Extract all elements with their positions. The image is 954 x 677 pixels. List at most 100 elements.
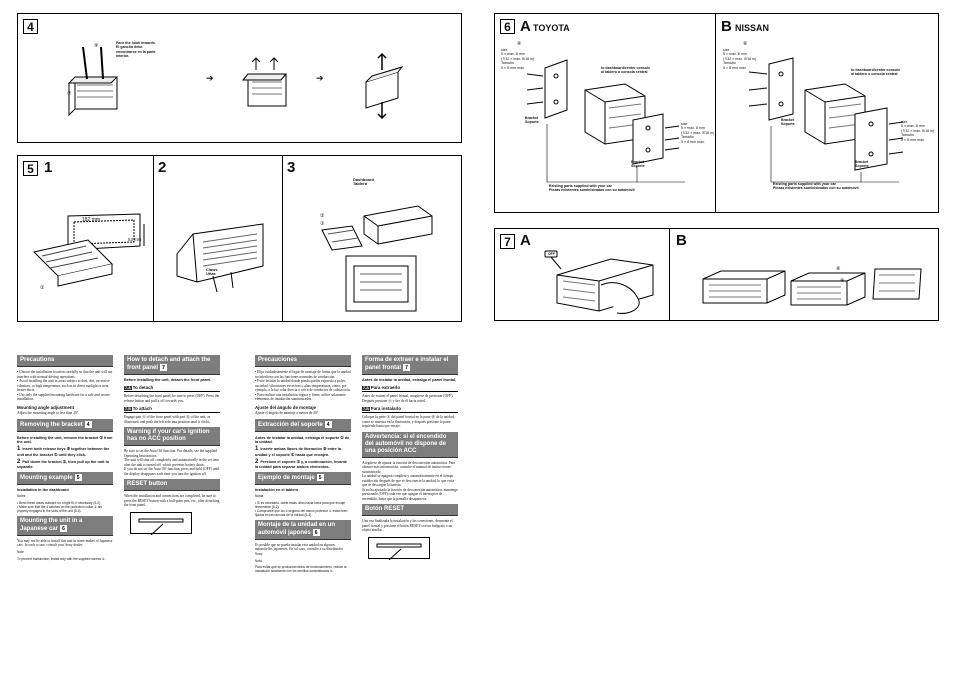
callout-9: ⑨: [94, 43, 99, 49]
section-b-letter: B: [676, 232, 687, 249]
panel-step-5: 5 1 2 3 182 mm 53 mm ① Claws Uñas Dashbo…: [17, 155, 462, 322]
bracket-label-a2: Bracket Soporte: [631, 160, 645, 169]
size-note-top-b: size 5 × max. 8 mm (7/32 × max. 5/16 in)…: [723, 48, 757, 70]
section-b-letter: B: [721, 18, 732, 35]
removing-intro: Before installing the unit, remove the b…: [17, 435, 113, 444]
mounting-sub: Installation in the dashboard: [17, 487, 69, 492]
callout-6: ⑥: [743, 41, 748, 47]
toyota-mount-illustration: [515, 54, 705, 189]
callout-7: ⑦: [67, 91, 72, 97]
section-header-reset: RESET button: [124, 479, 220, 492]
panel-step-7: 7 A B OFF ⑧ ⑨: [494, 228, 939, 321]
divider: [715, 14, 716, 212]
existing-parts-note-b: Existing parts supplied with your car Pi…: [773, 182, 859, 191]
section-header-japones: Montaje de la unidad en un automóvil jap…: [255, 519, 351, 540]
section-a-letter: A: [520, 18, 531, 35]
bracket-label-b2: Bracket Soporte: [855, 160, 869, 169]
divider: [282, 156, 283, 321]
bracket-removal-illustration-1: [63, 39, 123, 119]
column-spanish-2: Forma de extraer e instalar el panel fro…: [362, 352, 458, 560]
hook-note: Face the hook inwards. El gancho debe en…: [116, 41, 164, 59]
angle-heading: Mounting angle adjustment: [17, 404, 75, 410]
dimension-height: 53 mm: [128, 237, 142, 242]
angle-heading: Ajuste del ángulo de montaje: [255, 404, 316, 410]
section-header-warning: Warning if your car's ignition has no AC…: [124, 427, 220, 447]
list-item: Choose the installation location careful…: [17, 370, 113, 379]
detach-b-text: Engage part Ⓐ of the front panel with pa…: [124, 415, 211, 424]
collar-install-illustration: [308, 186, 458, 316]
step-badge: 4: [23, 19, 38, 34]
mounting-notes-title: Notas: [255, 494, 264, 499]
mounting-notes: • Si es necesario, doble estas uñas haci…: [255, 500, 348, 517]
sub-step-2: 2: [158, 159, 167, 176]
precauciones-list: Elija cuidadosamente el lugar de montaje…: [255, 370, 351, 402]
size-note-side: size 5 × max. 8 mm (7/32 × max. 5/16 in)…: [681, 122, 715, 144]
reset-text: Una vez finalizada la instalación y las …: [362, 519, 453, 533]
section-header-precauciones: Precauciones: [255, 355, 351, 367]
dimension-width: 182 mm: [82, 217, 101, 223]
dashboard-opening-illustration: [28, 204, 150, 314]
callout-3: ③: [320, 221, 325, 227]
section-a-title: TOYOTA: [533, 23, 570, 33]
callout-2: ②: [320, 213, 325, 219]
section-b-title: NISSAN: [735, 23, 770, 33]
hook-note-es: El gancho debe encontrarse en la parte i…: [116, 45, 156, 59]
column-spanish-1: Precauciones Elija cuidadosamente el lug…: [255, 352, 351, 576]
attach-panel-illustration: [695, 261, 925, 311]
existing-parts-note-a: Existing parts supplied with your car Pi…: [549, 184, 635, 193]
column-english-2: How to detach and attach the front panel…: [124, 352, 220, 535]
detach-a-text: Before detaching the front panel, be sur…: [124, 394, 220, 403]
reset-text: When the installation and connections ar…: [124, 494, 220, 508]
japanese-note: To prevent malfunction, install only wit…: [17, 556, 106, 561]
angle-text: Ajuste el ángulo de montaje a menos de 2…: [255, 411, 320, 415]
dashboard-note: to dashboard/center console al tablero o…: [601, 66, 651, 75]
dashboard-label: Dashboard Tablero: [353, 177, 374, 187]
arrow-icon: ➔: [316, 73, 324, 83]
section-header-detach: How to detach and attach the front panel…: [124, 355, 220, 376]
hook-note-en: Face the hook inwards.: [116, 41, 156, 45]
mounting-sub: Instalación en el tablero: [255, 487, 299, 492]
precautions-list: Choose the installation location careful…: [17, 370, 113, 402]
step-badge: 7: [500, 234, 515, 249]
sub-step-1: 1: [44, 159, 53, 176]
callout-b: ⑨: [840, 278, 845, 284]
section-header-advertencia: Advertencia: si el encendido del automóv…: [362, 431, 458, 458]
nissan-mount-illustration: [735, 54, 925, 189]
sub-step-3: 3: [287, 159, 296, 176]
reset-illustration: [130, 511, 192, 535]
size-note-side-b: size 5 × max. 8 mm (7/32 × max. 5/16 in)…: [901, 120, 935, 142]
japanese-note: Para evitar que se produzcan fallos de f…: [255, 565, 347, 574]
mounting-notes: • Bend these claws outward for a tight f…: [17, 500, 103, 513]
list-item: Avoid installing the unit in areas subje…: [17, 379, 113, 393]
list-item: Elija cuidadosamente el lugar de montaje…: [255, 370, 351, 379]
off-button-label: OFF: [548, 252, 555, 256]
step-badge: 5: [23, 161, 38, 176]
column-english-1: Precautions Choose the installation loca…: [17, 352, 113, 563]
callout-6: ⑥: [517, 41, 522, 47]
claws-illustration: [163, 196, 278, 306]
section-header-panel-frontal: Forma de extraer e instalar el panel fro…: [362, 355, 458, 376]
list-item: Use only the supplied mounting hardware …: [17, 393, 113, 402]
detach-intro: Antes de instalar la unidad, extraiga el…: [362, 378, 457, 383]
warning-text: Asegúrese de ajustar la función de desco…: [362, 460, 458, 501]
callout-1: ①: [40, 285, 45, 291]
bracket-label-b: Bracket Soporte: [781, 118, 795, 127]
angle-text: Adjust the mounting angle to less than 2…: [17, 411, 80, 415]
arrow-icon: ➔: [206, 73, 214, 83]
japanese-note-title: Nota: [255, 558, 262, 563]
section-header-precautions: Precautions: [17, 355, 113, 367]
callout-a: ⑧: [836, 266, 841, 272]
bracket-removal-illustration-2: [240, 54, 290, 124]
section-header-reset: Botón RESET: [362, 504, 458, 517]
warning-text: Be sure to set the Auto Off function. Fo…: [124, 449, 220, 476]
panel-step-6: 6 A TOYOTA B NISSAN ⑥ size 5 × max. 8 mm…: [494, 13, 939, 213]
